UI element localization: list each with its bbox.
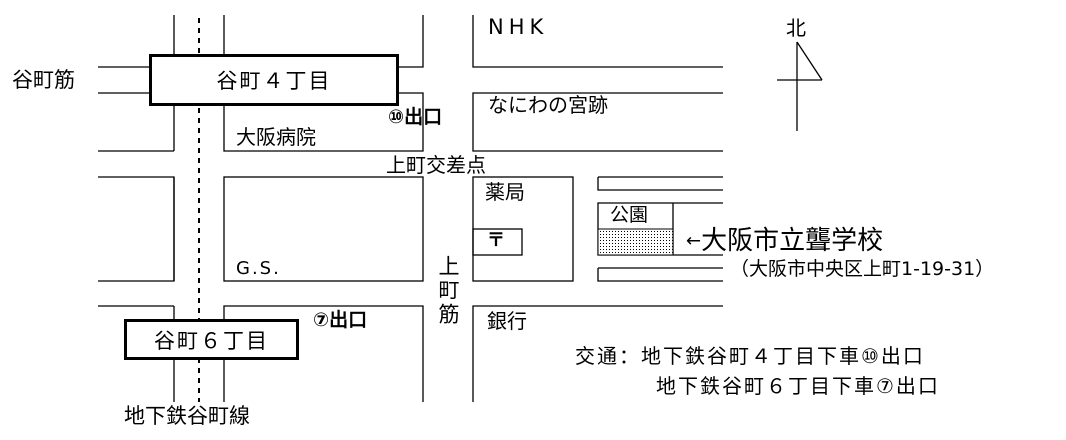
block-bank [472,305,723,402]
landmark-bank: 銀行 [487,309,527,333]
block [98,176,175,282]
access-line-1: 交通：地下鉄谷町４丁目下車⑩出口 [575,346,925,366]
school-arrow-icon: ← [686,230,702,252]
block-gs [223,176,424,282]
lane [597,268,723,282]
lane [597,177,723,191]
road-label-tanimachi-suji: 谷町筋 [12,68,75,92]
landmark-pharmacy: 薬局 [485,180,525,204]
access-label: 交通： [575,344,641,368]
school-name-text: 大阪市立聾学校 [701,226,884,256]
post-office-icon: 〒 [487,230,505,251]
block-hospital [223,92,424,152]
exit-10-label: ⑩出口 [388,106,443,128]
block-nhk [472,15,723,68]
block-top [398,15,424,68]
landmark-nhk: NHK [488,15,549,39]
access-line-2: 地下鉄谷町６丁目下車⑦出口 [656,374,940,398]
station-tanimachi6[interactable]: 谷町６丁目 [124,319,299,360]
road-label-uemachi-suji: 上町筋 [436,255,461,327]
landmark-naniwa-palace: なにわの宮跡 [488,93,608,117]
landmark-uemachi-crossing: 上町交差点 [386,153,486,177]
block-south [223,305,424,402]
north-arrow-head [796,41,823,81]
landmark-osaka-hospital: 大阪病院 [236,125,316,149]
landmark-gas-station: G.S. [236,258,281,279]
school-name: ←大阪市立聾学校 [686,228,883,254]
north-label: 北 [786,16,806,40]
station-tanimachi4-label: 谷町４丁目 [216,69,332,93]
road-label-uemachi-suji-text: 上町筋 [436,255,460,327]
block-naniwa [472,92,723,152]
school-address: （大阪市中央区上町1-19-31） [730,258,995,280]
station-tanimachi4[interactable]: 谷町４丁目 [149,54,399,106]
subway-line-label: 地下鉄谷町線 [124,404,250,428]
post-office-box [472,228,523,256]
landmark-park: 公園 [610,204,649,226]
access-line-1-text: 地下鉄谷町４丁目下車⑩出口 [641,344,925,368]
exit-7-label: ⑦出口 [313,309,368,331]
school-site [597,228,674,256]
station-tanimachi6-label: 谷町６丁目 [154,328,269,353]
